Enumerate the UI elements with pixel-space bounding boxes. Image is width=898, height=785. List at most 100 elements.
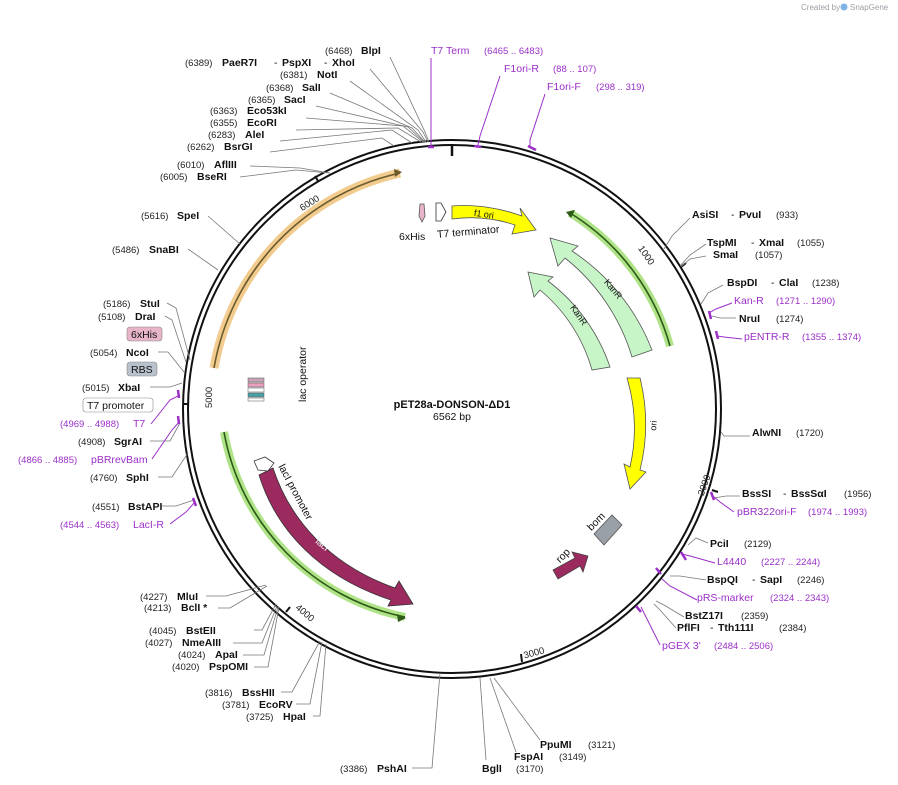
site-fspai[interactable]: FspAI [514,751,543,763]
site-paer7i[interactable]: PaeR7I [222,57,257,69]
f1-ori-label: f1 ori [473,208,494,221]
site-alei[interactable]: AleI [245,129,264,141]
site-bcli[interactable]: BclI * [181,602,208,614]
bottom-left-site-labels: (4227) MluI (4213) BclI * (4045) BstEII … [140,591,407,775]
site-noti[interactable]: NotI [317,69,337,81]
site-hpai[interactable]: HpaI [283,711,306,723]
primer-t7[interactable]: T7 [133,418,145,430]
site-ecori[interactable]: EcoRI [247,117,277,129]
primer-pgex3[interactable]: pGEX 3' [662,640,701,652]
primer-t7-term[interactable]: T7 Term [431,45,470,57]
site-pos-bsshii: (3816) [205,688,232,699]
site-bseri[interactable]: BseRI [197,171,227,183]
his6-top-label: 6xHis [399,231,425,243]
site-pos-afliii: (6010) [177,160,204,171]
site-eco53ki[interactable]: Eco53kI [247,105,287,117]
right-site-labels: AsiSI - PvuI (933) TspMI - XmaI (1055) S… [662,209,871,652]
lacI-feature[interactable] [258,467,414,607]
plasmid-name: pET28a-DONSON-ΔD1 [394,399,511,411]
site-pshai[interactable]: PshAI [377,763,407,775]
site-clai[interactable]: ClaI [779,277,798,289]
site-xmai[interactable]: XmaI [759,237,784,249]
t7-promoter-box[interactable] [82,397,154,413]
site-pos-bstz17i: (2359) [741,611,768,622]
site-tspmi[interactable]: TspMI [707,237,737,249]
site-blpi[interactable]: BlpI [361,45,381,57]
site-sapi[interactable]: SapI [760,574,782,586]
site-ecorv[interactable]: EcoRV [259,699,293,711]
site-pos-pspomi: (4020) [172,662,199,673]
site-bstapi[interactable]: BstAPI [128,501,163,513]
site-snabi[interactable]: SnaBI [149,244,179,256]
site-tth111i[interactable]: Tth111I [718,622,754,634]
primer-laci-r[interactable]: LacI-R [133,519,164,531]
site-spei[interactable]: SpeI [177,210,199,222]
site-pos-snabi: (5486) [112,245,139,256]
primer-kan-r-range: (1271 .. 1290) [776,296,835,307]
site-ppumi[interactable]: PpuMI [540,739,572,751]
site-drai[interactable]: DraI [135,311,156,323]
site-pos-sphi: (4760) [90,473,117,484]
snapgene-logo-icon [840,3,848,11]
site-bstz17i[interactable]: BstZ17I [685,610,723,622]
site-pvui[interactable]: PvuI [739,209,761,221]
site-saci[interactable]: SacI [284,94,306,106]
backbone-outer [182,139,722,679]
ori-feature[interactable] [623,377,647,490]
primer-f1ori-f[interactable]: F1ori-F [547,81,581,93]
primer-f1ori-r[interactable]: F1ori-R [504,63,539,75]
site-bsteii[interactable]: BstEII [186,625,216,637]
site-pcii[interactable]: PciI [710,538,729,550]
lacI-promoter-feature[interactable] [253,456,275,472]
bom-feature[interactable] [593,514,623,546]
site-bspqi[interactable]: BspQI [707,574,738,586]
primer-pbr322ori-f[interactable]: pBR322ori-F [737,506,797,518]
site-pos-drai: (5108) [98,312,125,323]
f1-ori-feature[interactable] [451,205,537,235]
primer-kan-r[interactable]: Kan-R [734,295,764,307]
site-pos-sali: (6368) [266,83,293,94]
site-mlui[interactable]: MluI [177,591,198,603]
site-nrui[interactable]: NruI [739,313,760,325]
primer-prs-marker[interactable]: pRS-marker [697,592,754,604]
primer-pbrrevbam[interactable]: pBRrevBam [91,454,148,466]
site-pspomi[interactable]: PspOMI [209,661,248,673]
site-apai[interactable]: ApaI [215,649,238,661]
site-alwni[interactable]: AlwNI [752,427,781,439]
his6-box[interactable] [126,326,163,342]
site-pos-fspai: (3149) [559,752,586,763]
site-sali[interactable]: SalI [302,82,321,94]
his6-top-feature[interactable] [418,203,426,223]
site-bsssai[interactable]: BssSαI [791,488,827,500]
t7-terminator-feature[interactable] [435,202,447,222]
site-stui[interactable]: StuI [140,298,160,310]
site-bsshii[interactable]: BssHII [242,687,275,699]
site-asisi[interactable]: AsiSI [692,209,718,221]
site-pos-bseri: (6005) [160,172,187,183]
site-pflfi[interactable]: PflFI [677,622,700,634]
site-sgrai[interactable]: SgrAI [114,436,142,448]
site-bspdi[interactable]: BspDI [727,277,757,289]
rbs-box-label: RBS [131,364,153,376]
site-bgli[interactable]: BglI [482,763,502,775]
site-smai[interactable]: SmaI [713,249,738,261]
site-pos-nrui: (1274) [776,314,803,325]
kanR-outer-feature[interactable] [549,237,653,358]
svg-text:-: - [324,57,328,69]
site-pspxi[interactable]: PspXI [282,57,311,69]
site-nmeaiii[interactable]: NmeAIII [182,637,221,649]
site-bsssi[interactable]: BssSI [742,488,771,500]
site-sphi[interactable]: SphI [126,472,149,484]
site-afliii[interactable]: AflIII [214,159,237,171]
primer-pentr-r[interactable]: pENTR-R [744,331,790,343]
site-ncoi[interactable]: NcoI [126,347,149,359]
site-xbai[interactable]: XbaI [118,382,140,394]
rbs-box[interactable] [126,361,158,377]
site-bsrgi[interactable]: BsrGI [224,141,253,153]
kanR-inner-feature[interactable] [527,271,611,371]
primer-l4440[interactable]: L4440 [717,556,746,568]
bottom-leader-lines [479,677,541,761]
lac-operator-stack[interactable] [247,377,265,402]
site-xhoi[interactable]: XhoI [332,57,355,69]
rop-feature[interactable] [552,551,589,580]
